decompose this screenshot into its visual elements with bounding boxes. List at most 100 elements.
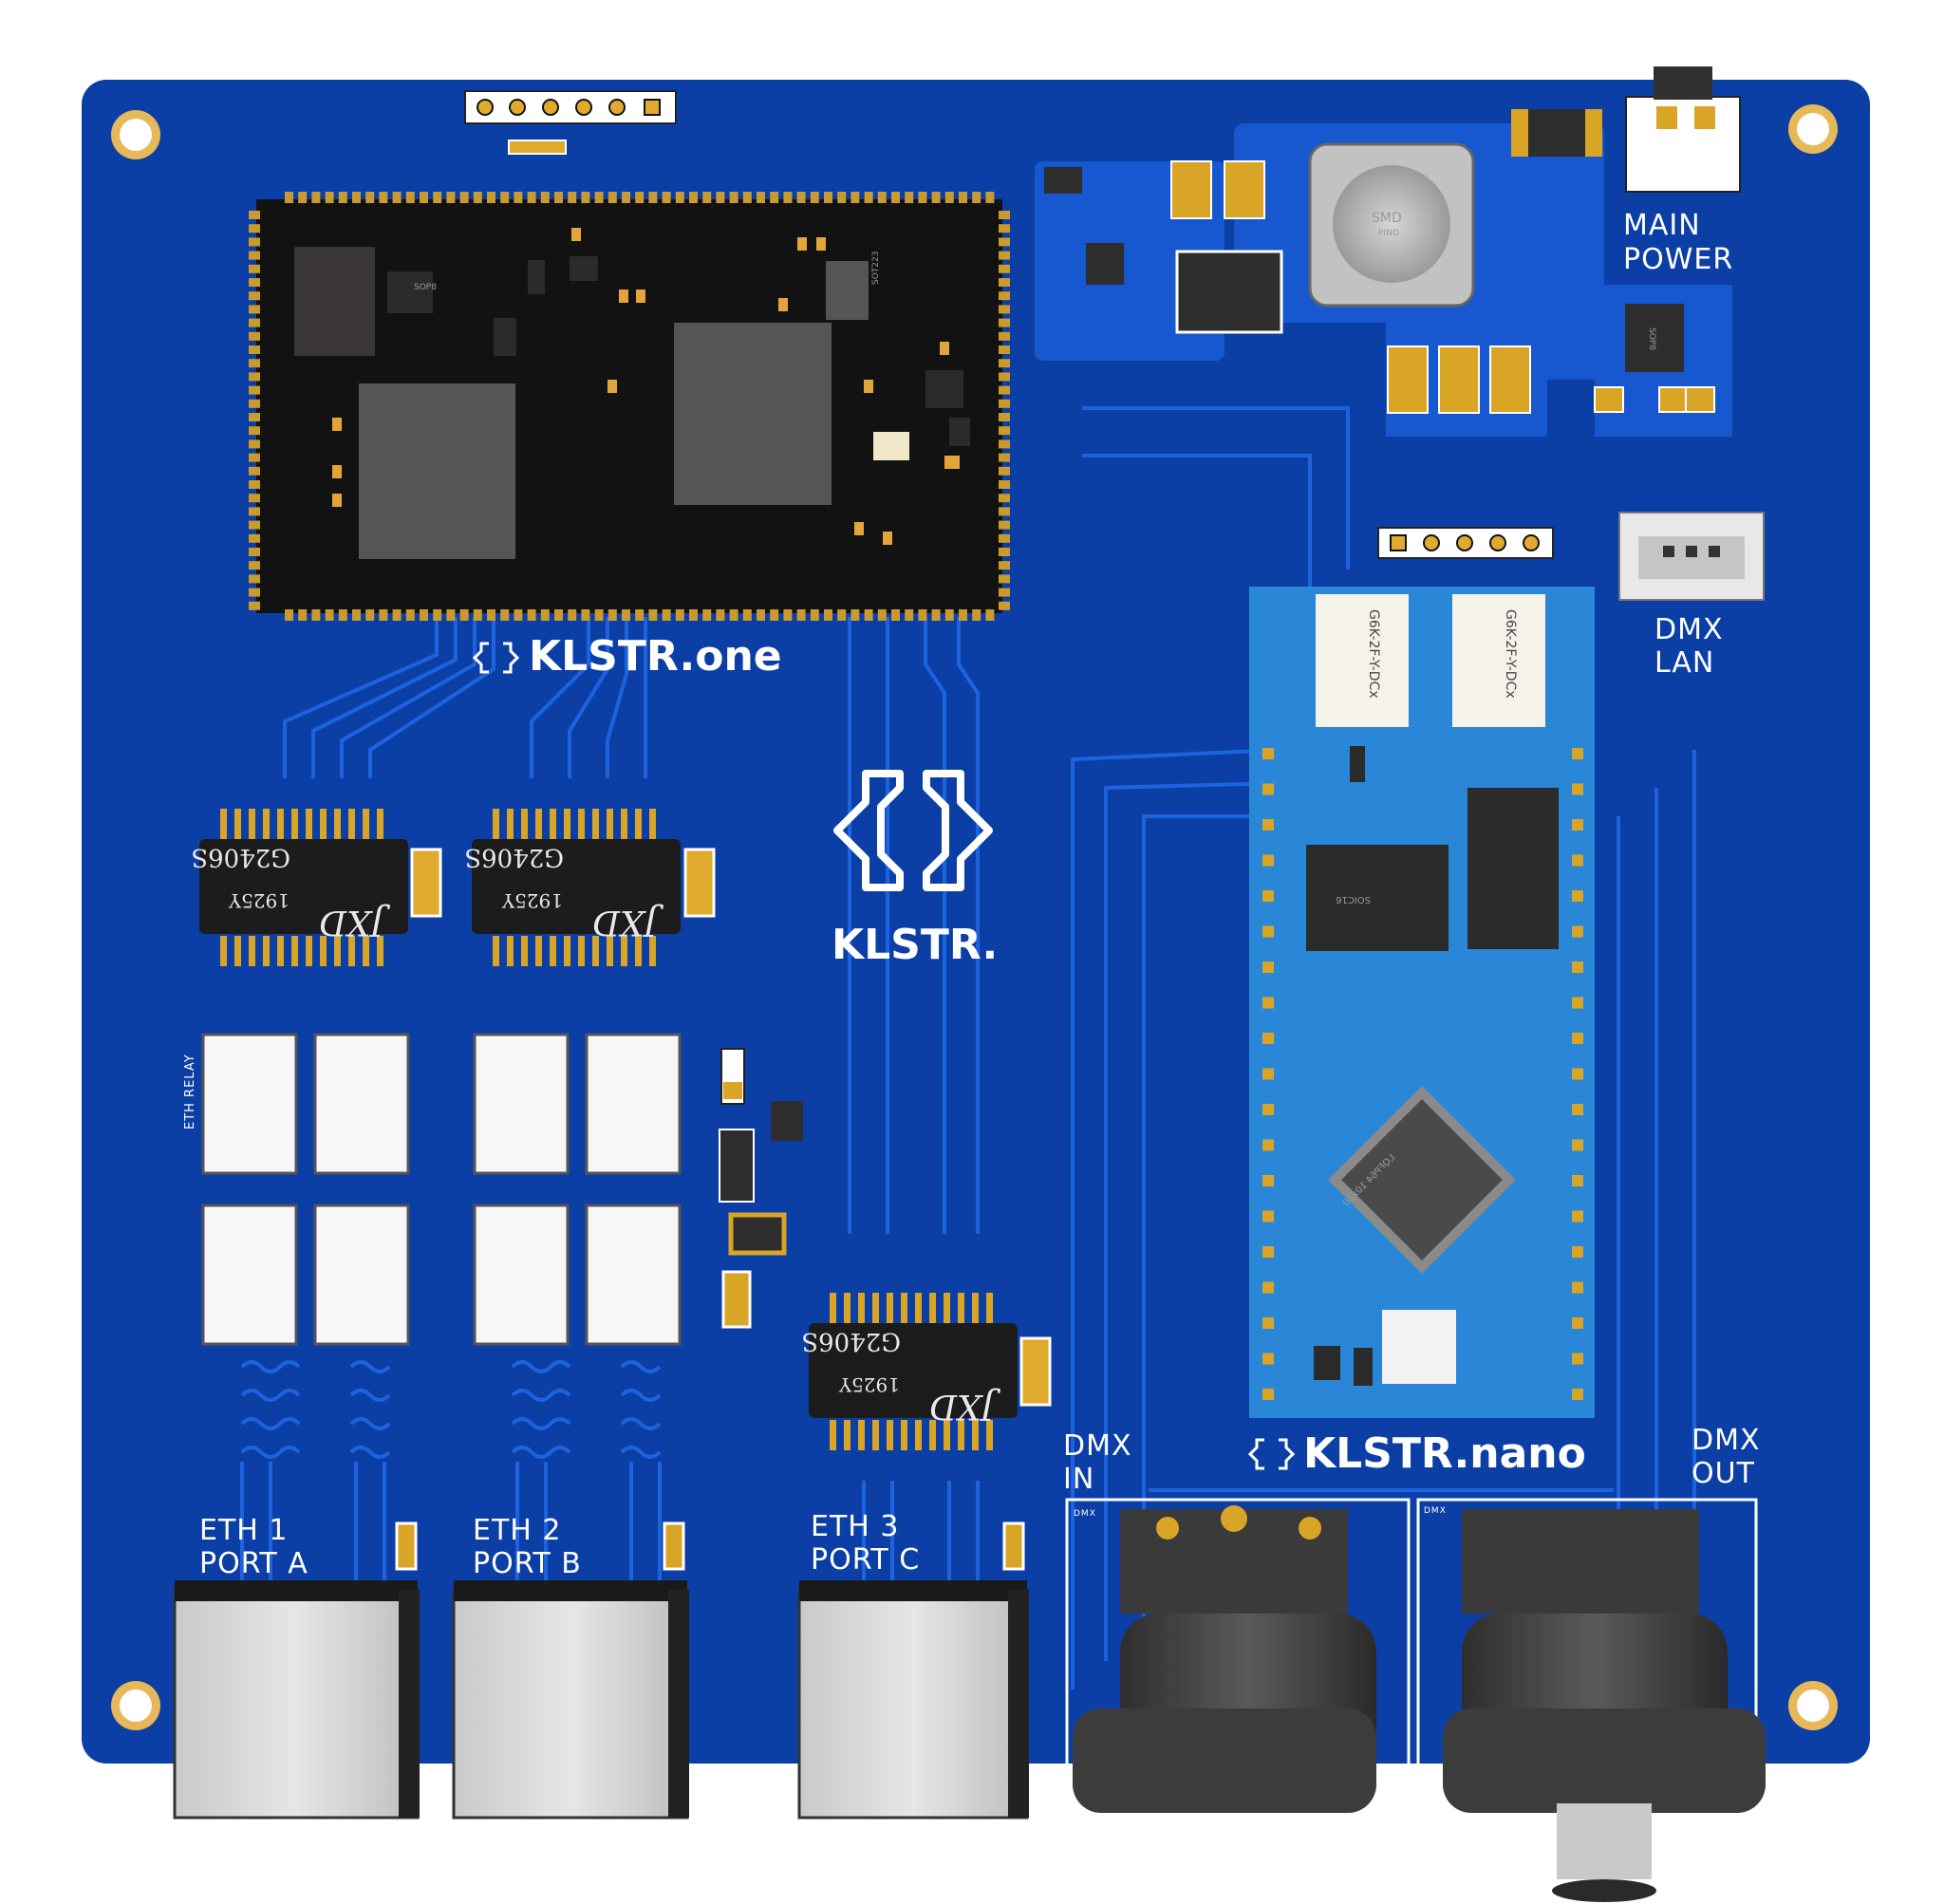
castellated-pad [877, 609, 887, 621]
transformer-2-date: 1925Y [501, 889, 563, 912]
transformer-pin [887, 1293, 893, 1323]
rj45-port-a [173, 1580, 420, 1820]
castellated-pad [999, 561, 1010, 570]
castellated-pad [837, 192, 847, 203]
nano-header-pad [1572, 1210, 1583, 1223]
main-power-label-line2: POWER [1623, 243, 1733, 276]
transformer-pin [291, 809, 298, 839]
castellated-pad [594, 192, 604, 203]
castellated-pad [379, 192, 388, 203]
transformer-pin [830, 1293, 836, 1323]
castellated-pad [877, 192, 887, 203]
relay-1-marking: G6K-2F-Y-DCx [1366, 609, 1381, 699]
transformer-pin [929, 1420, 936, 1450]
castellated-pad [249, 318, 260, 327]
nano-header-pad [1572, 1389, 1583, 1400]
transformer-pin [277, 809, 284, 839]
transformer-pin [844, 1293, 850, 1323]
castellated-pad [931, 609, 941, 621]
castellated-pad [249, 305, 260, 314]
nano-header-pad [1572, 997, 1583, 1009]
castellated-pad [249, 211, 260, 219]
castellated-pad [675, 192, 684, 203]
transformer-pin [649, 936, 656, 966]
castellated-pad [249, 466, 260, 476]
nano-header-pad [1572, 1068, 1583, 1080]
transformer-pin [320, 936, 327, 966]
castellated-pad [729, 609, 738, 621]
transformer-pin [220, 936, 227, 966]
transformer-pin [844, 1420, 850, 1450]
castellated-pad [338, 609, 347, 621]
castellated-pad [446, 609, 456, 621]
transformer-pin [334, 936, 341, 966]
castellated-pad [675, 609, 684, 621]
transformer-pin [578, 809, 585, 839]
castellated-pad [249, 588, 260, 597]
dmx-in-label-line2: IN [1063, 1463, 1094, 1496]
castellated-pad [999, 211, 1010, 219]
dmx-in-small-label: DMX [1074, 1509, 1096, 1519]
nano-header-pad [1262, 1389, 1274, 1400]
castellated-pad [249, 291, 260, 301]
castellated-pad [999, 251, 1010, 260]
transformer-pin [958, 1293, 964, 1323]
dmx-lan-label-line1: DMX [1654, 613, 1724, 646]
castellated-pad [891, 609, 900, 621]
eth1-label-line2: PORT A [199, 1547, 308, 1580]
castellated-pad [783, 192, 793, 203]
sop8-marking-a: SOP8 [414, 283, 437, 292]
castellated-pad [729, 192, 738, 203]
castellated-pad [999, 439, 1010, 449]
castellated-pad [972, 609, 981, 621]
castellated-pad [487, 192, 495, 203]
sot223-marking: SOT223 [871, 252, 881, 285]
castellated-pad [249, 507, 260, 516]
castellated-pad [999, 466, 1010, 476]
castellated-pad [999, 480, 1010, 489]
castellated-pad [527, 192, 536, 203]
transformer-pin [263, 809, 270, 839]
castellated-pad [689, 609, 698, 621]
nano-header-pad [1262, 1068, 1274, 1080]
castellated-pad [352, 609, 361, 621]
castellated-pad [608, 609, 617, 621]
castellated-pad [379, 609, 388, 621]
transformer-pin [872, 1293, 879, 1323]
castellated-pad [824, 192, 832, 203]
transformer-pin [635, 936, 642, 966]
nano-header-pad [1262, 1033, 1274, 1044]
klstr-one-logo-icon [472, 642, 520, 674]
castellated-pad [959, 609, 967, 621]
castellated-pad [249, 359, 260, 368]
transformer-pin [234, 936, 241, 966]
nano-header-pad [1572, 1104, 1583, 1115]
eth2-label-line2: PORT B [473, 1547, 582, 1580]
castellated-pad [689, 192, 698, 203]
castellated-pad [568, 192, 577, 203]
castellated-pad [473, 609, 482, 621]
transformer-2 [472, 839, 716, 934]
castellated-pad [500, 192, 510, 203]
castellated-pad [864, 192, 873, 203]
castellated-pad [796, 609, 806, 621]
castellated-pad [999, 548, 1010, 556]
transformer-pin [564, 809, 570, 839]
castellated-pad [999, 453, 1010, 462]
castellated-pad [249, 224, 260, 233]
castellated-pad [285, 609, 293, 621]
castellated-pad [783, 609, 793, 621]
transformer-3 [809, 1323, 1052, 1418]
transformer-pin [901, 1293, 907, 1323]
transformer-pin [535, 936, 542, 966]
klstr-one-label: KLSTR.one [529, 632, 782, 681]
transformer-pin [348, 809, 355, 839]
castellated-pad [249, 574, 260, 584]
castellated-pad [325, 609, 334, 621]
castellated-pad [742, 609, 752, 621]
transformer-pin [649, 809, 656, 839]
transformer-pin [564, 936, 570, 966]
transformer-pin [915, 1420, 922, 1450]
nano-header-pad [1262, 1210, 1274, 1223]
dmx-in-label-line1: DMX [1063, 1429, 1132, 1463]
